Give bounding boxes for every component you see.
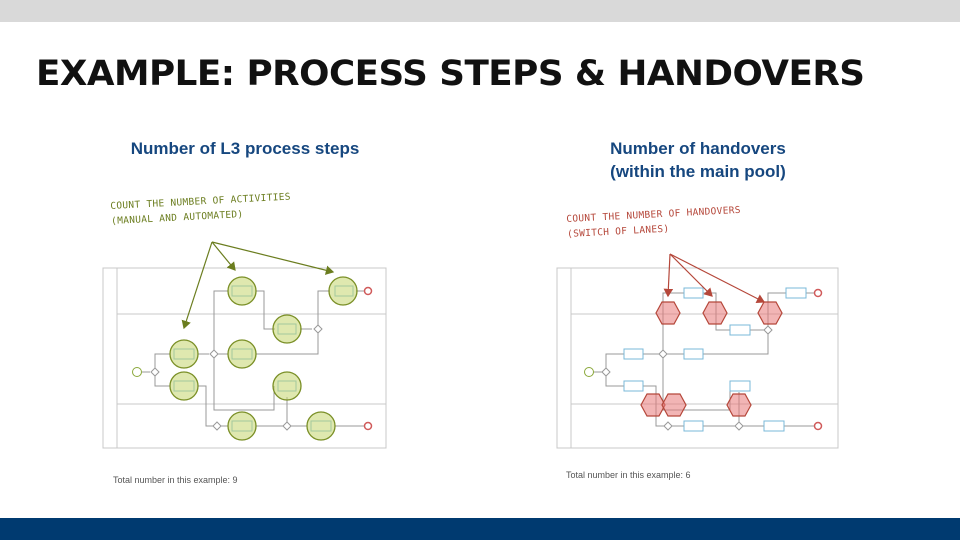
left-gateways xyxy=(150,324,323,431)
left-sequence-flows xyxy=(142,290,365,427)
activity-highlight xyxy=(227,411,257,441)
handover-highlight xyxy=(726,393,752,417)
handover-highlight xyxy=(702,301,728,325)
left-heading: Number of L3 process steps xyxy=(100,137,390,160)
left-annotation-arrows xyxy=(181,241,335,330)
right-end-event-1 xyxy=(813,288,823,298)
handover-highlight xyxy=(640,393,666,417)
right-tasks xyxy=(623,287,807,432)
activity-highlight xyxy=(306,411,336,441)
left-footer-total: Total number in this example: 9 xyxy=(113,475,238,485)
right-annotation-arrows xyxy=(663,253,766,304)
activity-highlight xyxy=(169,339,199,369)
activity-highlight xyxy=(328,276,358,306)
handover-highlight xyxy=(661,393,687,417)
handover-highlight xyxy=(757,301,783,325)
left-heading-text: Number of L3 process steps xyxy=(130,139,360,158)
left-end-event-1 xyxy=(363,286,373,296)
left-activity-highlights xyxy=(169,276,358,441)
activity-highlight xyxy=(272,314,302,344)
bottom-bar xyxy=(0,518,960,540)
left-end-event-2 xyxy=(363,421,373,431)
right-bpmn-diagram xyxy=(556,253,839,449)
slide-title: EXAMPLE: PROCESS STEPS & HANDOVERS xyxy=(36,54,865,94)
right-start-event xyxy=(584,367,594,377)
right-heading-line2: (within the main pool) xyxy=(610,162,786,181)
right-footer-total: Total number in this example: 6 xyxy=(566,470,691,480)
right-heading-line1: Number of handovers xyxy=(610,139,786,158)
activity-highlight xyxy=(272,371,302,401)
activity-highlight xyxy=(169,371,199,401)
right-gateways xyxy=(601,325,773,431)
activity-highlight xyxy=(227,339,257,369)
right-end-event-2 xyxy=(813,421,823,431)
top-bar xyxy=(0,0,960,22)
left-start-event xyxy=(132,367,142,377)
handover-highlight xyxy=(655,301,681,325)
left-bpmn-diagram xyxy=(102,241,387,449)
right-heading: Number of handovers (within the main poo… xyxy=(548,137,848,183)
right-handover-highlights xyxy=(640,301,783,417)
activity-highlight xyxy=(227,276,257,306)
